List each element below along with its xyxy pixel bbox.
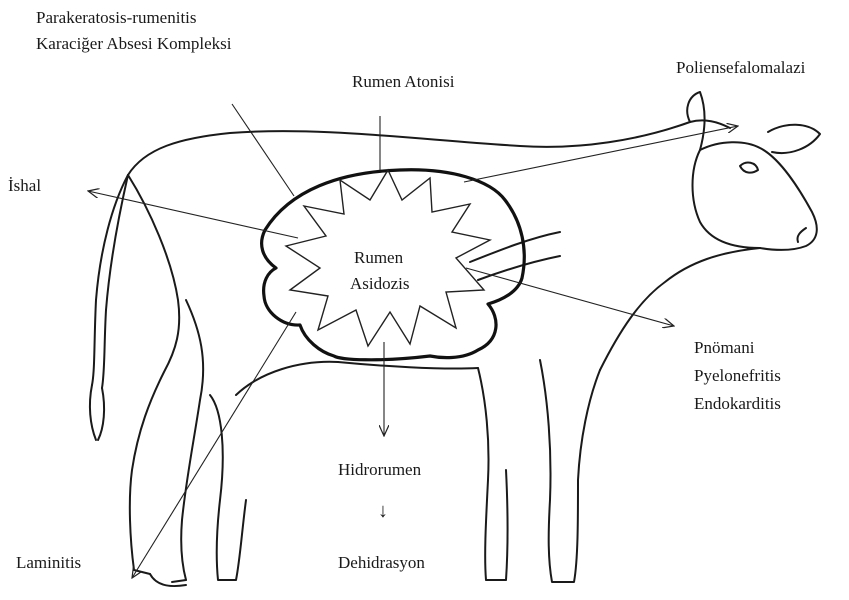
label-karaciger-absesi: Karaciğer Absesi Kompleksi [36, 34, 231, 54]
label-endokarditis: Endokarditis [694, 394, 781, 414]
label-asidozis: Asidozis [350, 274, 410, 294]
arrow-laminitis [132, 312, 296, 578]
arrow-parakeratosis [232, 104, 294, 196]
arrow-poliensefalomalazi [464, 126, 738, 182]
label-hidrorumen: Hidrorumen [338, 460, 421, 480]
arrow-pnomani [466, 268, 674, 326]
label-rumen-atonisi: Rumen Atonisi [352, 72, 454, 92]
arrows [88, 104, 738, 578]
label-laminitis: Laminitis [16, 553, 81, 573]
label-poliensefalomalazi: Poliensefalomalazi [676, 58, 805, 78]
label-pyelonefritis: Pyelonefritis [694, 366, 781, 386]
label-parakeratosis: Parakeratosis-rumenitis [36, 8, 197, 28]
label-pnomani: Pnömani [694, 338, 754, 358]
label-dehidrasyon: Dehidrasyon [338, 553, 425, 573]
label-rumen: Rumen [354, 248, 403, 268]
down-arrow-glyph: ↓ [378, 500, 388, 523]
label-ishal: İshal [8, 176, 41, 196]
